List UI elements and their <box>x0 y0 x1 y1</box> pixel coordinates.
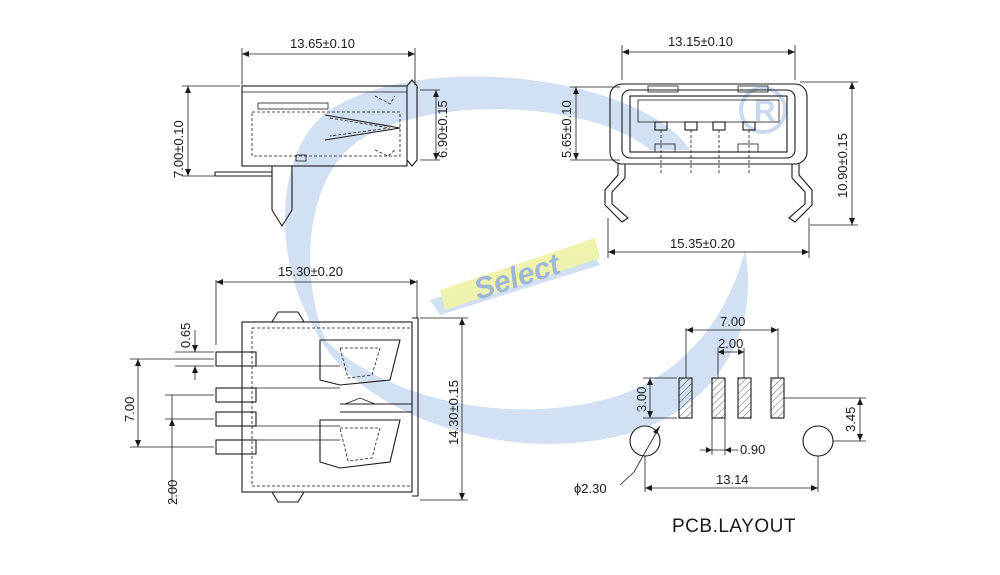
pcb-pad-width-label: 0.90 <box>740 442 765 457</box>
top-length-label: 15.30±0.20 <box>278 264 343 279</box>
top-pin-span-label: 7.00 <box>122 397 137 422</box>
side-view: 13.65±0.10 7.00±0.10 6.90±0.15 <box>171 36 450 228</box>
front-opening-height-label: 5.65±0.10 <box>559 100 574 158</box>
side-inner-height-label: 6.90±0.15 <box>435 100 450 158</box>
pcb-pad-2 <box>711 377 726 419</box>
watermark-text: Select <box>470 247 566 306</box>
front-overall-height-label: 10.90±0.15 <box>835 133 850 198</box>
pcb-pad-pitch-label: 2.00 <box>718 336 743 351</box>
pcb-hole-offset-label: 3.45 <box>843 407 858 432</box>
top-pin-width-label: 0.65 <box>178 323 193 348</box>
top-width-label: 14.30±0.15 <box>446 380 461 445</box>
top-view: 15.30±0.20 14.30±0.15 0.65 <box>122 264 468 505</box>
pcb-pad-length-label: 3.00 <box>634 387 649 412</box>
side-height-label: 7.00±0.10 <box>171 120 186 178</box>
pcb-layout: 7.00 2.00 3.00 0.90 3.45 <box>574 314 866 537</box>
pcb-hole-span-label: 13.14 <box>716 472 749 487</box>
pcb-pad-4 <box>770 377 785 419</box>
front-width-label: 13.15±0.10 <box>668 34 733 49</box>
pcb-hole-right <box>802 425 834 457</box>
pcb-hole-diameter-label: ϕ2.30 <box>574 481 607 496</box>
side-width-label: 13.65±0.10 <box>290 36 355 51</box>
svg-text:R: R <box>754 95 776 128</box>
front-pin-span-label: 15.35±0.20 <box>670 236 735 251</box>
pcb-pad-1 <box>678 377 693 419</box>
front-view: 13.15±0.10 5.65±0.10 10.90±0.15 <box>559 34 858 258</box>
pcb-pad-span-label: 7.00 <box>720 314 745 329</box>
pcb-pad-3 <box>737 377 752 419</box>
pcb-layout-title: PCB.LAYOUT <box>672 516 796 537</box>
top-pin-pitch-label: 2.00 <box>165 480 180 505</box>
